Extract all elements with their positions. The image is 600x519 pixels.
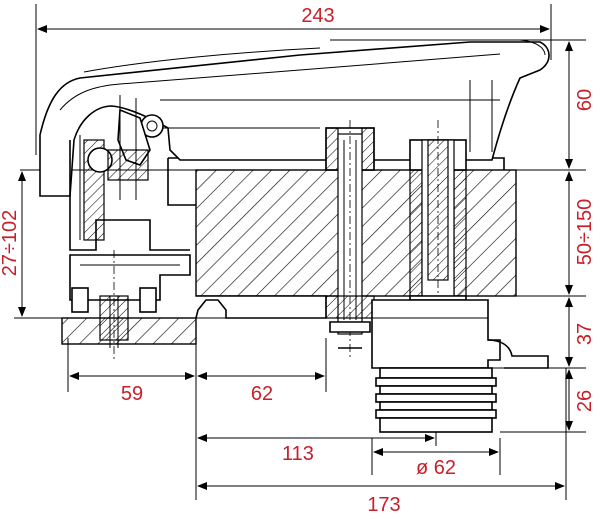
dim-50-150-label: 50÷150 bbox=[574, 199, 596, 266]
bolt-1 bbox=[325, 120, 375, 360]
dimension-labels: 243 59 62 113 ø 62 173 60 50÷150 37 26 2… bbox=[0, 5, 596, 516]
dim-62-label: 62 bbox=[251, 383, 273, 405]
dimension-lines bbox=[18, 25, 573, 490]
dim-59-label: 59 bbox=[121, 383, 143, 405]
dim-60-label: 60 bbox=[574, 89, 596, 111]
dim-27-102-label: 27÷102 bbox=[0, 210, 21, 277]
bolt-2 bbox=[409, 120, 467, 370]
dim-37-label: 37 bbox=[574, 323, 596, 345]
dim-173-label: 173 bbox=[367, 494, 400, 516]
dim-26-label: 26 bbox=[574, 390, 596, 412]
left-base bbox=[61, 250, 197, 360]
dim-243-label: 243 bbox=[301, 5, 334, 27]
dim-diameter-label: ø 62 bbox=[416, 457, 456, 479]
dim-113-label: 113 bbox=[282, 443, 314, 465]
base-lip bbox=[195, 295, 327, 319]
right-body bbox=[371, 299, 549, 433]
hinge-latch bbox=[69, 95, 191, 301]
